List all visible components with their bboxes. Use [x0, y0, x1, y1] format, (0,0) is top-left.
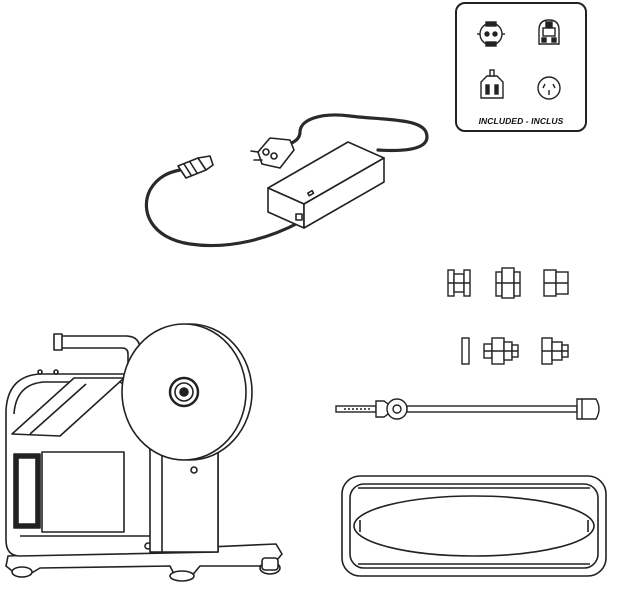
hub-adapter-5: [483, 337, 519, 365]
plug-types-panel: INCLUDED - INCLUS: [455, 2, 587, 132]
front-panel: [41, 451, 125, 533]
base-tray: [341, 475, 607, 577]
hub-adapter-2: [495, 267, 521, 299]
ac-cable: [280, 113, 429, 153]
hub-adapter-6: [541, 337, 569, 365]
ac-plug: [250, 137, 295, 169]
plug-caption: INCLUDED - INCLUS: [478, 116, 564, 126]
hub-adapters: [447, 267, 569, 365]
spindle-rod: [335, 398, 600, 420]
eu-schuko-plug-icon: [477, 21, 505, 47]
winder-machine: [5, 323, 283, 582]
plug-icons: [477, 19, 561, 100]
hub-adapter-1: [447, 269, 471, 297]
foot-mid: [169, 570, 195, 582]
dc-cable: [144, 168, 302, 248]
adapter-led: [306, 189, 315, 197]
us-plug-icon: [480, 69, 504, 99]
uk-plug-icon: [538, 19, 560, 45]
adapter-dc-port: [295, 213, 303, 221]
hub-adapter-4: [461, 337, 470, 365]
power-adapter-group: [144, 113, 429, 248]
hub-adapter-3: [543, 269, 569, 297]
adapter-brick-side: [303, 157, 385, 229]
foot-left: [11, 566, 33, 578]
cn-au-plug-icon: [537, 76, 561, 100]
barrel-connector: [177, 155, 214, 179]
